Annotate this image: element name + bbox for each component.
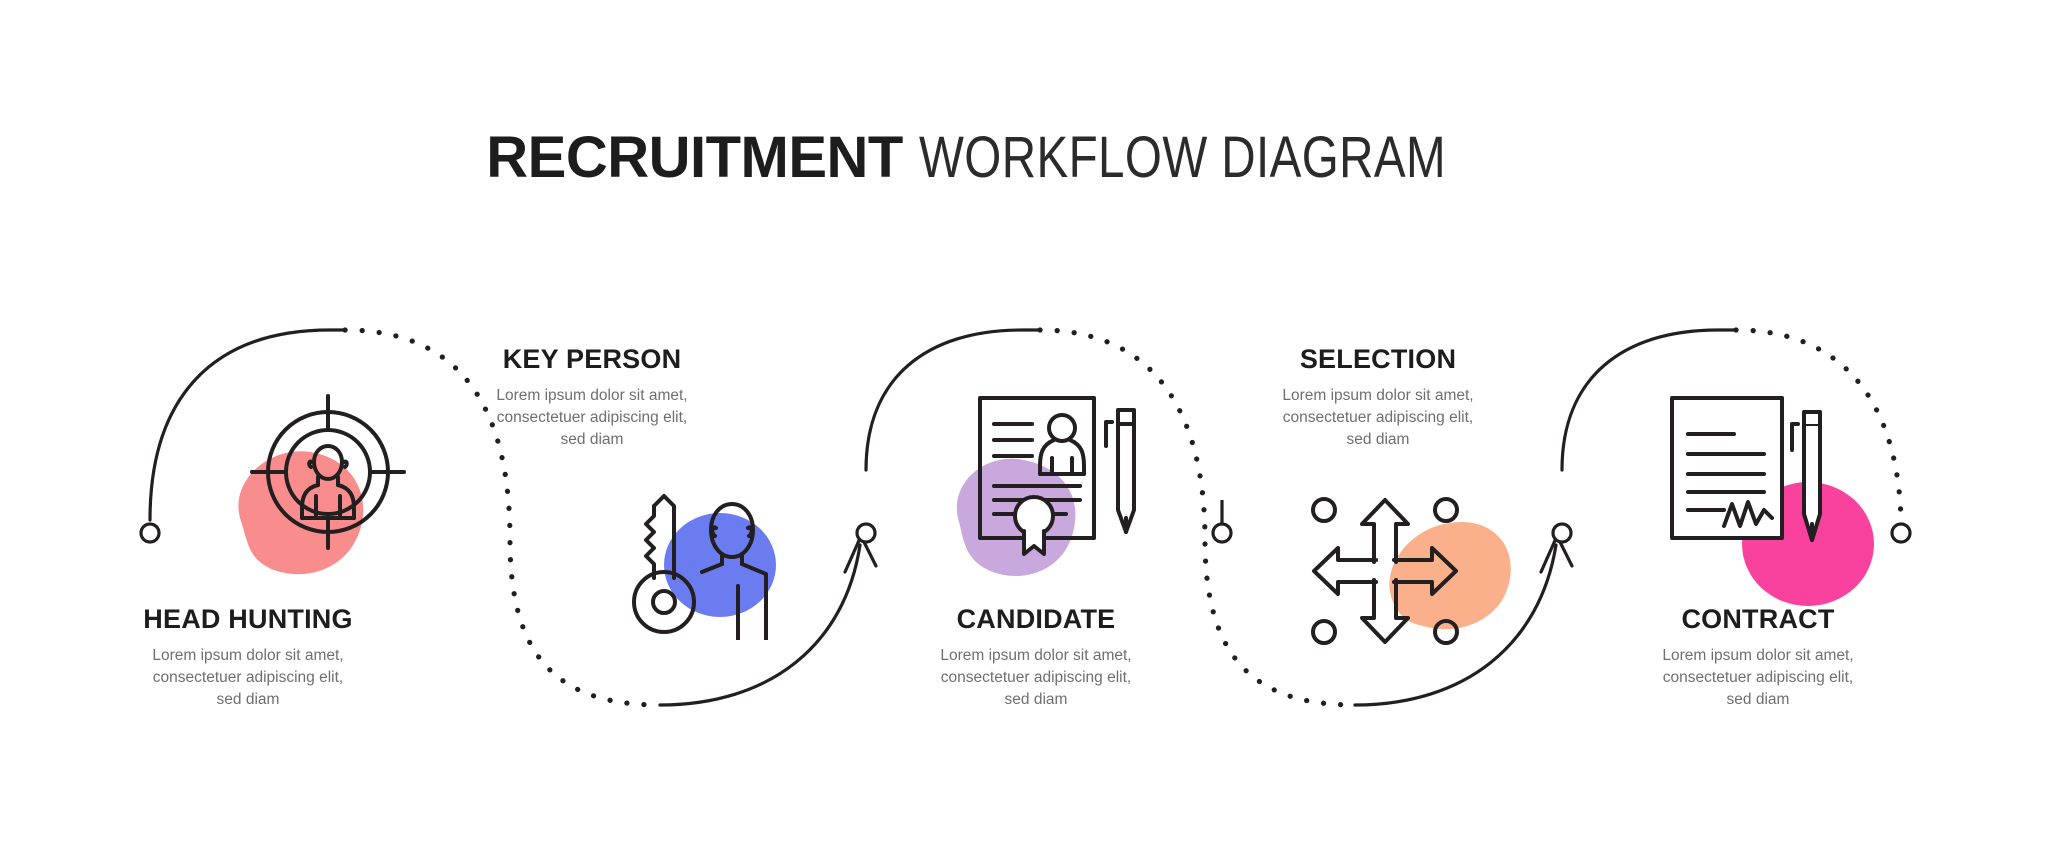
connector-solid-1 [148,328,347,522]
node-marker-start [139,522,161,544]
cv-document-pen-icon [978,396,1136,556]
step-contract[interactable]: CONTRACT Lorem ipsum dolor sit amet, con… [1578,605,1938,711]
node-marker-4 [1551,522,1573,544]
step-title-candidate: CANDIDATE [956,604,1116,634]
key-person-icon [632,494,768,640]
connector-solid-2 [658,543,862,707]
node-marker-end [1890,522,1912,544]
connector-dotted-2 [1037,327,1358,708]
connector-solid-3 [864,328,1042,472]
page-title: RECRUITMENT WORKFLOW DIAGRAM [0,124,2048,191]
connector-solid-5 [1560,328,1738,472]
step-title-contract: CONTRACT [1681,604,1835,634]
step-desc-key-person: Lorem ipsum dolor sit amet, consectetuer… [496,387,688,449]
step-desc-candidate: Lorem ipsum dolor sit amet, consectetuer… [940,647,1132,709]
title-light: WORKFLOW DIAGRAM [918,125,1447,190]
connector-dotted-1 [342,327,663,708]
title-bold: RECRUITMENT [486,125,903,190]
step-candidate[interactable]: CANDIDATE Lorem ipsum dolor sit amet, co… [856,605,1216,711]
step-title-selection: SELECTION [1299,344,1457,374]
step-desc-contract: Lorem ipsum dolor sit amet, consectetuer… [1662,647,1854,709]
target-person-icon [250,394,406,550]
step-title-head-hunting: HEAD HUNTING [143,604,353,634]
step-desc-head-hunting: Lorem ipsum dolor sit amet, consectetuer… [152,647,344,709]
four-arrows-icon [1311,497,1459,645]
step-desc-selection: Lorem ipsum dolor sit amet, consectetuer… [1282,387,1474,449]
step-head-hunting[interactable]: HEAD HUNTING Lorem ipsum dolor sit amet,… [68,605,428,711]
node-marker-2 [855,522,877,544]
step-title-key-person: KEY PERSON [502,344,682,374]
contract-signature-pen-icon [1670,396,1822,542]
connector-solid-4 [1353,543,1558,707]
node-marker-3 [1211,522,1233,544]
step-key-person[interactable]: KEY PERSON Lorem ipsum dolor sit amet, c… [412,345,772,451]
step-selection[interactable]: SELECTION Lorem ipsum dolor sit amet, co… [1198,345,1558,451]
